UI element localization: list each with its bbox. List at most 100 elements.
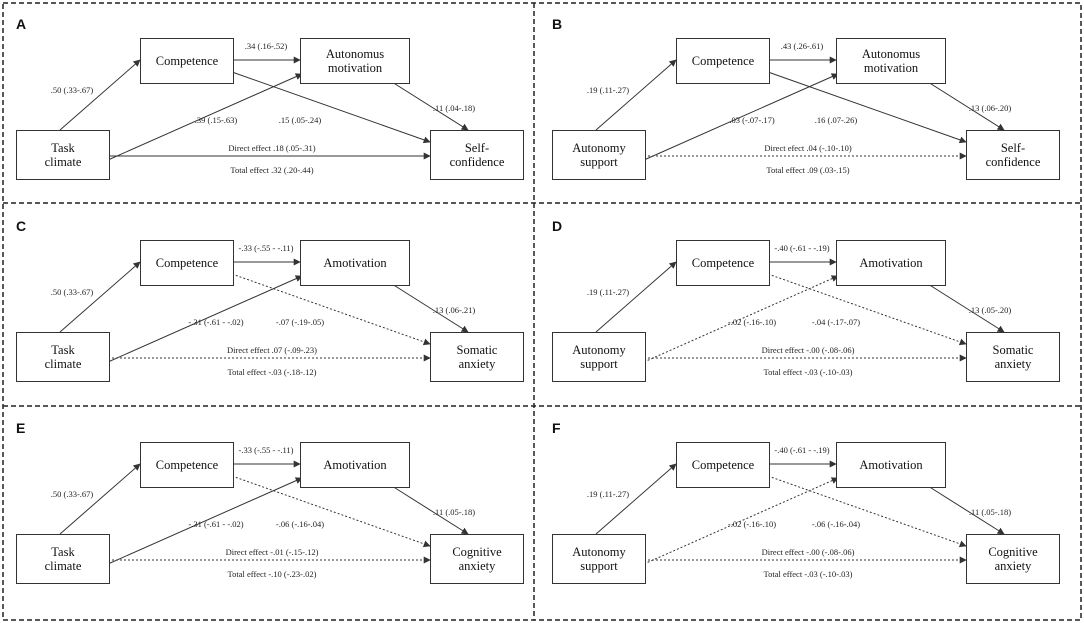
node-label-m2: Autonomus motivation — [325, 47, 385, 75]
node-mediator-2: Amotivation — [836, 442, 946, 488]
node-label-m2: Amotivation — [859, 458, 923, 472]
path-arrows — [595, 56, 1005, 161]
arrow-x-to-competence — [595, 59, 677, 131]
edge-label-total: Total effect -.03 (-.18-.12) — [227, 367, 317, 377]
edge-label-m1-m2: -.33 (-.55 - -.11) — [238, 243, 294, 253]
node-predictor: Task climate — [16, 332, 110, 382]
node-label-y: Somatic anxiety — [992, 343, 1034, 371]
arrow-competence-to-outcome — [231, 475, 431, 548]
edge-label-x-m1: .19 (.11-.27) — [586, 85, 630, 95]
panel-label: D — [552, 218, 563, 234]
arrow-x-to-competence — [59, 59, 141, 131]
arrow-x-to-motivation — [643, 477, 839, 565]
node-label-m1: Competence — [691, 458, 755, 472]
node-label-y: Somatic anxiety — [456, 343, 498, 371]
edge-label-x-m1: .50 (.33-.67) — [50, 287, 94, 297]
node-mediator-1: Competence — [140, 38, 234, 84]
edge-label-x-m1: .19 (.11-.27) — [586, 489, 630, 499]
edge-label-total: Total effect .09 (.03-.15) — [766, 165, 850, 175]
arrow-x-to-motivation — [643, 275, 839, 363]
arrow-competence-to-outcome — [231, 273, 431, 346]
path-arrows — [59, 258, 469, 363]
node-label-m2: Amotivation — [859, 256, 923, 270]
path-arrows — [595, 460, 1005, 565]
edge-label-x-m2: .03 (-.07-.17) — [729, 115, 775, 125]
edge-label-x-m1: .50 (.33-.67) — [50, 489, 94, 499]
arrow-competence-to-outcome — [767, 475, 967, 548]
mediation-panel-a: A Competence Autonomus motivation Task c… — [10, 12, 530, 207]
mediation-panel-f: F Competence Amotivation Autonomy suppor… — [546, 416, 1066, 611]
edge-label-x-m1: .19 (.11-.27) — [586, 287, 630, 297]
arrow-x-to-motivation — [107, 477, 303, 565]
node-outcome: Somatic anxiety — [966, 332, 1060, 382]
node-label-m1: Competence — [691, 54, 755, 68]
node-outcome: Self- confidence — [430, 130, 524, 180]
node-label-x: Autonomy support — [572, 545, 626, 573]
edge-label-total: Total effect -.10 (-.23-.02) — [227, 569, 317, 579]
node-mediator-2: Autonomus motivation — [836, 38, 946, 84]
node-mediator-2: Autonomus motivation — [300, 38, 410, 84]
node-mediator-1: Competence — [676, 442, 770, 488]
arrow-motivation-to-outcome — [927, 283, 1005, 333]
node-label-m2: Amotivation — [323, 256, 387, 270]
mediation-panel-e: E Competence Amotivation Task climate Co… — [10, 416, 530, 611]
node-label-m1: Competence — [155, 256, 219, 270]
panel-label: E — [16, 420, 26, 436]
arrow-x-to-competence — [59, 261, 141, 333]
path-arrows — [59, 460, 469, 565]
edge-label-x-m2: -.02 (-.16-.10) — [727, 519, 777, 529]
edge-label-direct: Direct effect -.00 (-.08-.06) — [761, 345, 855, 355]
node-label-y: Cognitive anxiety — [452, 545, 502, 573]
panel-label: F — [552, 420, 561, 436]
edge-label-m2-y: .13 (.06-.20) — [968, 103, 1012, 113]
arrow-competence-to-outcome — [767, 273, 967, 346]
arrow-x-to-competence — [595, 463, 677, 535]
node-mediator-2: Amotivation — [300, 442, 410, 488]
edge-label-m1-m2: -.40 (-.61 - -.19) — [774, 243, 830, 253]
node-label-m2: Autonomus motivation — [861, 47, 921, 75]
node-predictor: Task climate — [16, 130, 110, 180]
edge-label-m2-y: .11 (.05-.18) — [432, 507, 476, 517]
node-label-x: Autonomy support — [572, 141, 626, 169]
edge-label-x-m1: .50 (.33-.67) — [50, 85, 94, 95]
node-label-m1: Competence — [155, 458, 219, 472]
node-label-x: Task climate — [44, 141, 82, 169]
node-outcome: Somatic anxiety — [430, 332, 524, 382]
mediation-panel-b: B Competence Autonomus motivation Autono… — [546, 12, 1066, 207]
panel-label: C — [16, 218, 27, 234]
mediation-panel-d: D Competence Amotivation Autonomy suppor… — [546, 214, 1066, 409]
path-arrows — [59, 56, 469, 161]
node-mediator-1: Competence — [676, 240, 770, 286]
edge-label-x-m2: .39 (.15-.63) — [194, 115, 238, 125]
node-label-y: Self- confidence — [449, 141, 505, 169]
edge-label-m2-y: .11 (.05-.18) — [968, 507, 1012, 517]
arrow-x-to-motivation — [107, 73, 303, 161]
arrow-competence-to-outcome — [767, 71, 967, 144]
edge-label-direct: Direct effect -.01 (-.15-.12) — [225, 547, 319, 557]
edge-label-m1-y: -.06 (-.16-.04) — [275, 519, 325, 529]
edge-label-m1-y: .16 (.07-.26) — [814, 115, 858, 125]
path-arrows — [595, 258, 1005, 363]
node-label-x: Task climate — [44, 545, 82, 573]
node-mediator-1: Competence — [140, 240, 234, 286]
panel-label: B — [552, 16, 563, 32]
edge-label-m2-y: .11 (.04-.18) — [432, 103, 476, 113]
edge-label-m1-m2: .34 (.16-.52) — [244, 41, 288, 51]
edge-label-m2-y: .13 (.05-.20) — [968, 305, 1012, 315]
node-predictor: Autonomy support — [552, 332, 646, 382]
arrow-motivation-to-outcome — [927, 81, 1005, 131]
edge-label-m1-y: -.06 (-.16-.04) — [811, 519, 861, 529]
edge-label-total: Total effect .32 (.20-.44) — [230, 165, 314, 175]
arrow-x-to-motivation — [643, 73, 839, 161]
edge-label-m1-m2: -.33 (-.55 - -.11) — [238, 445, 294, 455]
edge-label-total: Total effect -.03 (-.10-.03) — [763, 367, 853, 377]
mediation-panel-c: C Competence Amotivation Task climate So… — [10, 214, 530, 409]
arrow-x-to-competence — [59, 463, 141, 535]
node-outcome: Self- confidence — [966, 130, 1060, 180]
arrow-motivation-to-outcome — [391, 81, 469, 131]
node-label-y: Cognitive anxiety — [988, 545, 1038, 573]
edge-label-direct: Direct effect .18 (.05-.31) — [228, 143, 316, 153]
arrow-x-to-motivation — [107, 275, 303, 363]
node-mediator-1: Competence — [676, 38, 770, 84]
